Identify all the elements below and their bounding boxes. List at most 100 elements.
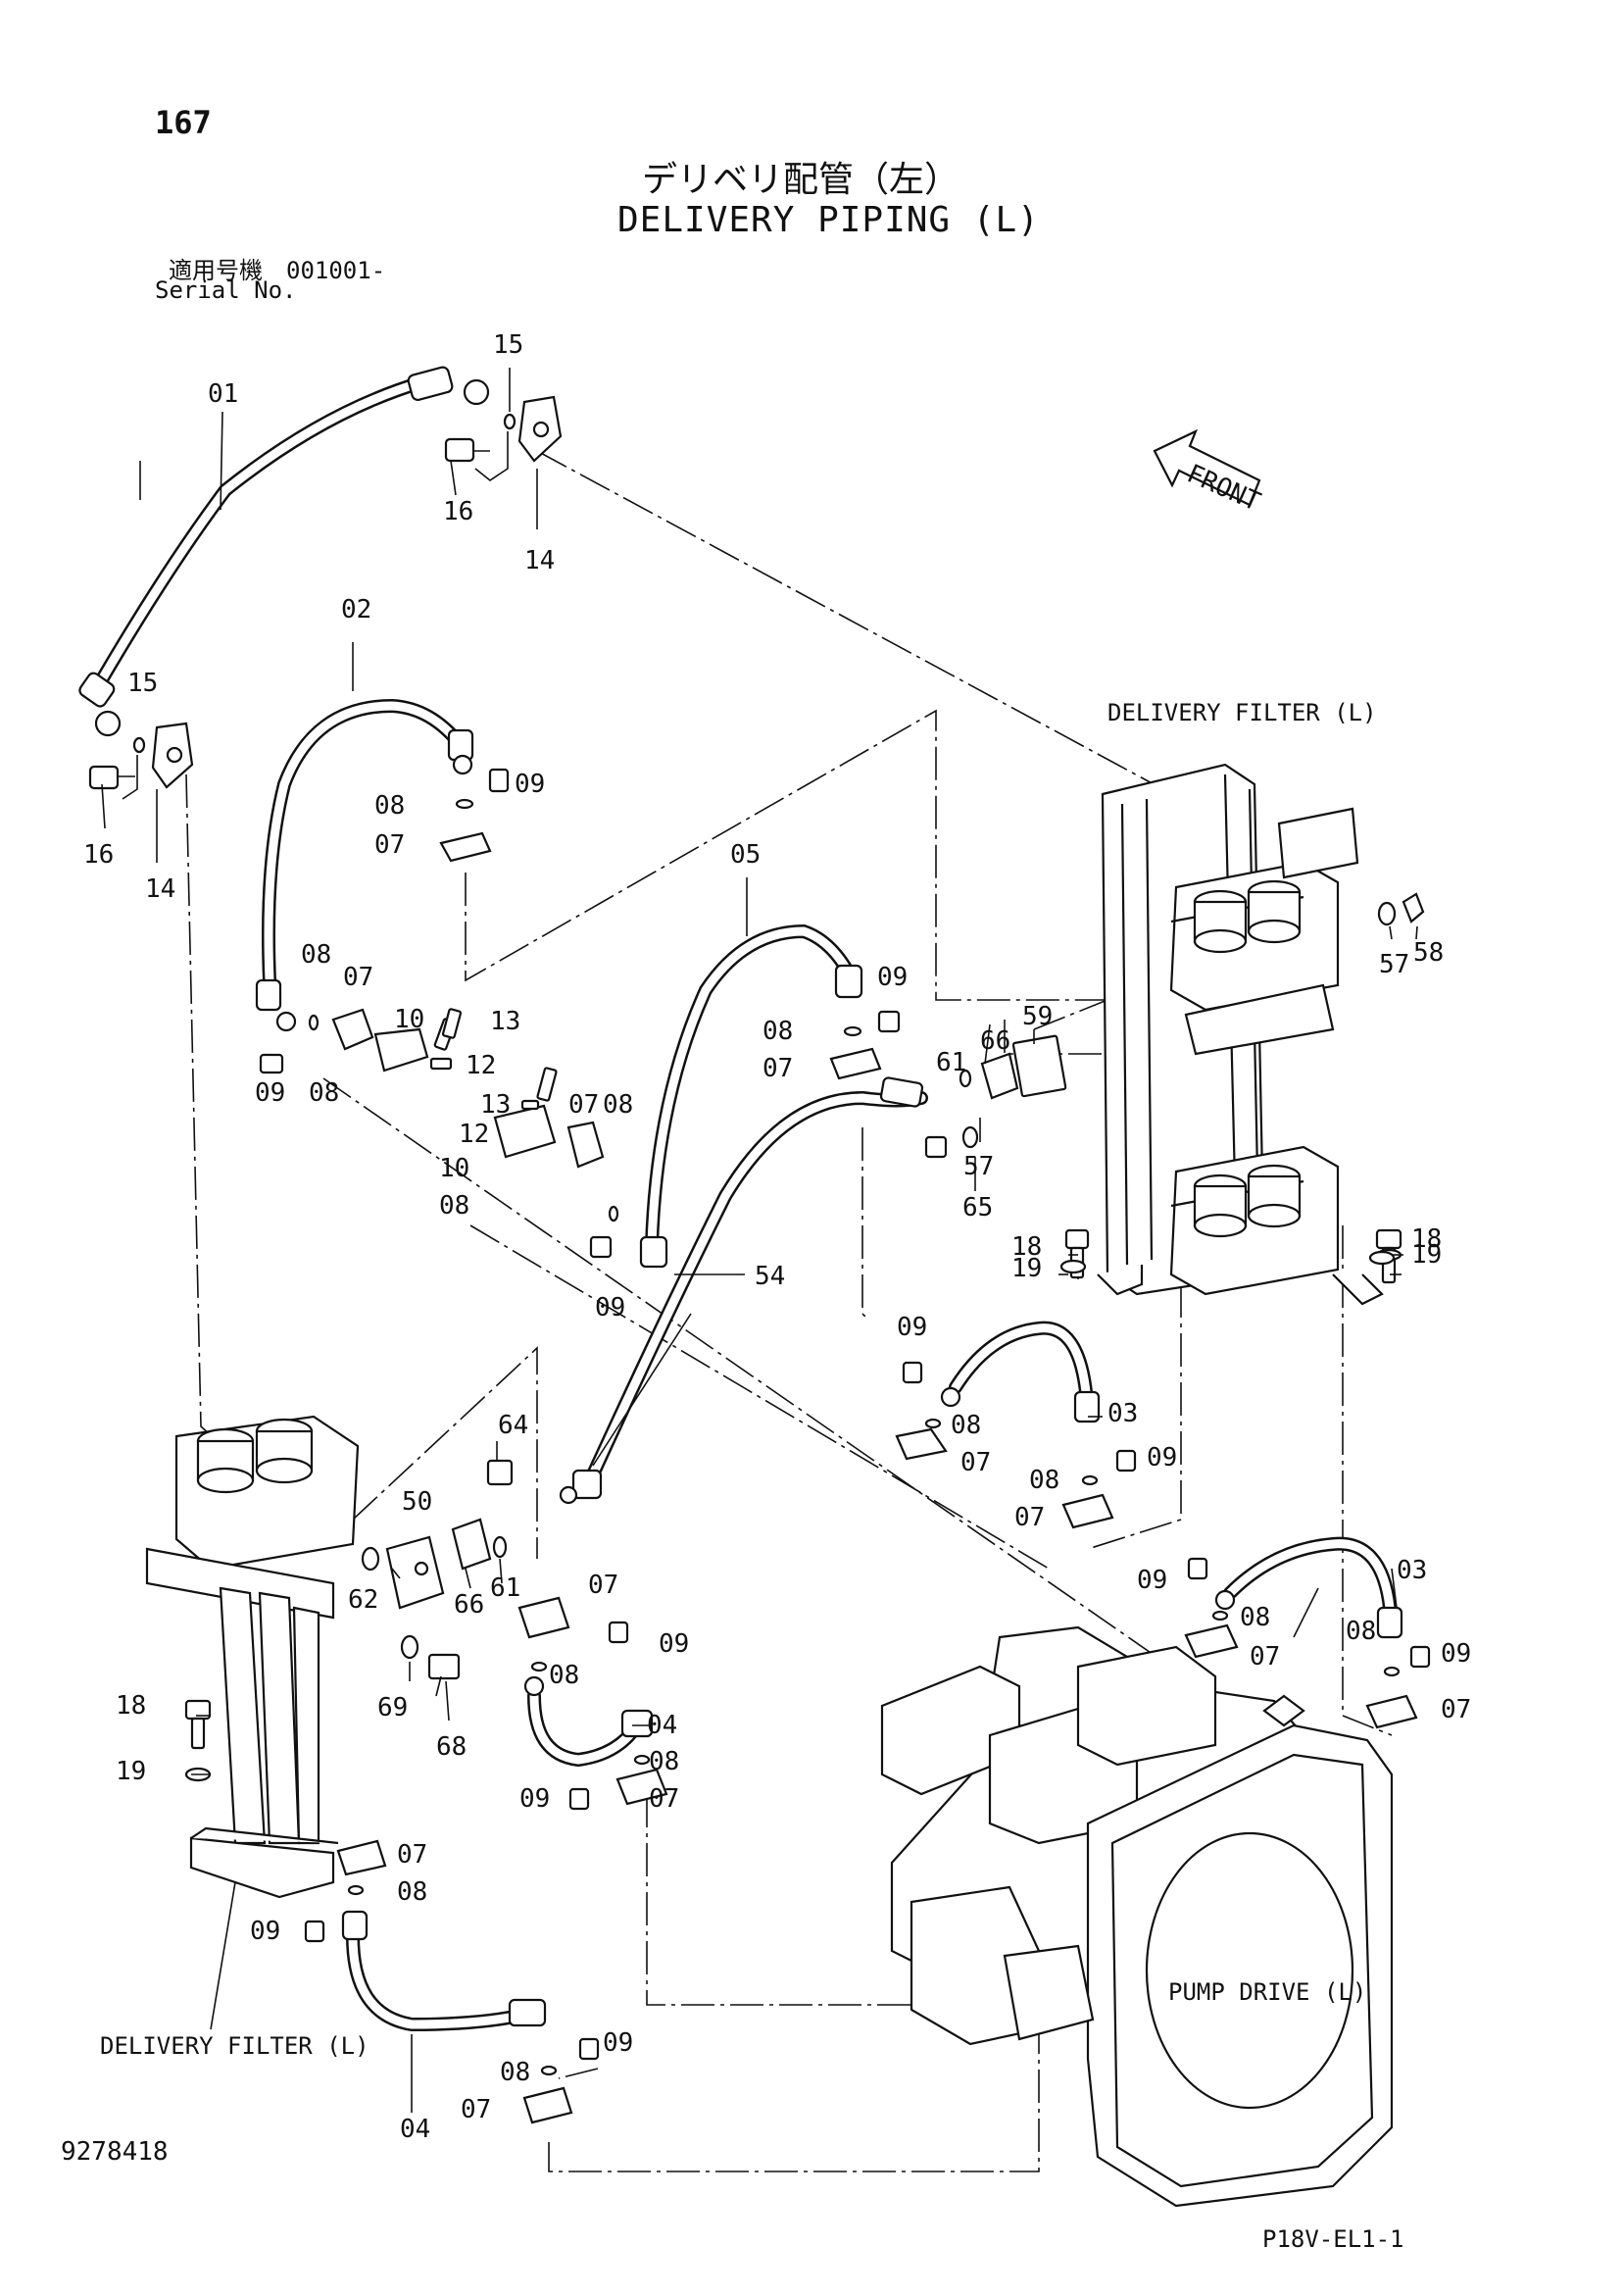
- leader-lines: [101, 368, 1418, 2113]
- label-part-50: 50: [402, 1487, 432, 1517]
- label-part-07h: 07: [1441, 1695, 1471, 1724]
- fitting-hardware: [184, 768, 1431, 2124]
- hose-03-lower: [1214, 1536, 1403, 1639]
- title-japanese: デリベリ配管（左）: [642, 160, 960, 200]
- label-part-66b: 66: [454, 1590, 484, 1620]
- label-part-12b: 12: [459, 1120, 489, 1149]
- label-part-07b: 07: [343, 963, 373, 992]
- part-labels: 01 02 05 15 15 16 16 14 14 09 08 07 08 0…: [83, 330, 1471, 2144]
- label-part-09j: 09: [519, 1784, 550, 1814]
- label-part-64: 64: [498, 1411, 528, 1440]
- label-part-08a: 08: [374, 791, 405, 821]
- label-part-18c: 18: [116, 1691, 146, 1721]
- label-part-08m: 08: [397, 1877, 427, 1907]
- hose-54: [559, 1076, 928, 1505]
- hose-05: [639, 923, 863, 1269]
- label-part-09i: 09: [659, 1629, 689, 1659]
- hose-02: [255, 698, 474, 1032]
- label-part-08l: 08: [649, 1747, 679, 1776]
- label-part-61b: 61: [490, 1573, 520, 1603]
- hose-04-middle: [523, 1675, 654, 1768]
- label-part-09b: 09: [255, 1078, 285, 1108]
- label-part-08e: 08: [603, 1090, 633, 1120]
- label-part-09d: 09: [877, 963, 908, 992]
- label-part-69: 69: [377, 1693, 408, 1722]
- label-part-19a: 19: [1011, 1254, 1042, 1283]
- hose-01: [78, 366, 490, 737]
- label-part-66a: 66: [980, 1026, 1010, 1056]
- label-part-03b: 03: [1397, 1556, 1427, 1585]
- label-part-07d: 07: [762, 1054, 793, 1083]
- delivery-filter-upper-label: DELIVERY FILTER (L): [1107, 699, 1377, 726]
- pump-drive-assembly: [880, 1625, 1394, 2208]
- label-part-07-bottom: 07: [461, 2095, 491, 2124]
- label-part-16a: 16: [443, 497, 473, 526]
- label-part-09h: 09: [1441, 1639, 1471, 1669]
- label-part-15b: 15: [127, 669, 158, 698]
- label-part-08d: 08: [439, 1191, 469, 1221]
- label-part-07g: 07: [1250, 1642, 1280, 1672]
- label-part-08h: 08: [1029, 1466, 1059, 1495]
- label-part-08g: 08: [951, 1411, 981, 1440]
- label-part-08c: 08: [309, 1078, 339, 1108]
- label-part-07k: 07: [397, 1840, 427, 1870]
- delivery-filter-lower-assembly: [145, 1415, 360, 1899]
- label-part-08f: 08: [762, 1017, 793, 1046]
- label-part-15a: 15: [493, 330, 523, 360]
- label-part-58: 58: [1413, 938, 1444, 968]
- label-part-07e: 07: [960, 1448, 991, 1477]
- label-part-10b: 10: [439, 1154, 469, 1183]
- document-number: 9278418: [61, 2137, 169, 2167]
- label-part-57a: 57: [963, 1152, 994, 1181]
- page-number: 167: [155, 104, 212, 141]
- pump-drive-label: PUMP DRIVE (L): [1168, 1978, 1366, 2006]
- serial-label: Serial No.: [155, 276, 297, 304]
- label-part-07i: 07: [588, 1571, 618, 1600]
- label-part-09k: 09: [250, 1917, 280, 1946]
- label-part-09g: 09: [1137, 1566, 1167, 1595]
- label-part-16b: 16: [83, 840, 114, 870]
- flange-group-upper: [444, 395, 563, 481]
- flange-group-left: [88, 722, 194, 800]
- label-part-13b: 13: [480, 1090, 511, 1120]
- label-part-08j: 08: [1346, 1617, 1376, 1646]
- label-part-62: 62: [348, 1585, 378, 1615]
- label-part-04a: 04: [647, 1711, 677, 1740]
- label-part-08n: 08: [500, 2058, 530, 2087]
- hose-04-lower: [341, 1910, 547, 2032]
- label-part-54: 54: [755, 1262, 785, 1291]
- label-part-02: 02: [341, 595, 371, 624]
- label-part-09c: 09: [595, 1293, 625, 1323]
- label-part-14b: 14: [145, 874, 175, 904]
- label-part-09f: 09: [1147, 1443, 1177, 1472]
- label-part-19b: 19: [1411, 1240, 1442, 1270]
- label-part-65: 65: [962, 1193, 993, 1223]
- label-part-59: 59: [1022, 1002, 1053, 1031]
- hose-03-upper: [940, 1321, 1101, 1423]
- label-part-03a: 03: [1107, 1399, 1138, 1428]
- label-part-09a: 09: [515, 770, 545, 799]
- delivery-filter-upper-assembly: [1097, 763, 1384, 1306]
- label-part-19c: 19: [116, 1757, 146, 1786]
- delivery-filter-lower-label: DELIVERY FILTER (L): [100, 2032, 369, 2060]
- label-part-08b: 08: [301, 940, 331, 970]
- label-part-08i: 08: [1240, 1603, 1270, 1632]
- label-part-18a: 18: [1011, 1232, 1042, 1262]
- label-part-57b: 57: [1379, 950, 1409, 979]
- label-part-09l: 09: [603, 2028, 633, 2058]
- page-code: P18V-EL1-1: [1262, 2225, 1404, 2253]
- label-part-18b: 18: [1411, 1224, 1442, 1254]
- label-part-04b: 04: [400, 2115, 430, 2144]
- label-part-05: 05: [730, 840, 761, 870]
- label-part-61a: 61: [936, 1048, 966, 1077]
- label-part-68: 68: [436, 1732, 467, 1762]
- label-part-01: 01: [208, 379, 238, 409]
- page-title: DELIVERY PIPING (L): [617, 200, 1040, 240]
- label-part-09e: 09: [897, 1313, 927, 1342]
- label-part-07a: 07: [374, 830, 405, 860]
- label-part-13a: 13: [490, 1007, 520, 1036]
- label-part-12a: 12: [466, 1051, 496, 1080]
- label-part-07c: 07: [568, 1090, 599, 1120]
- label-part-08k: 08: [549, 1661, 579, 1690]
